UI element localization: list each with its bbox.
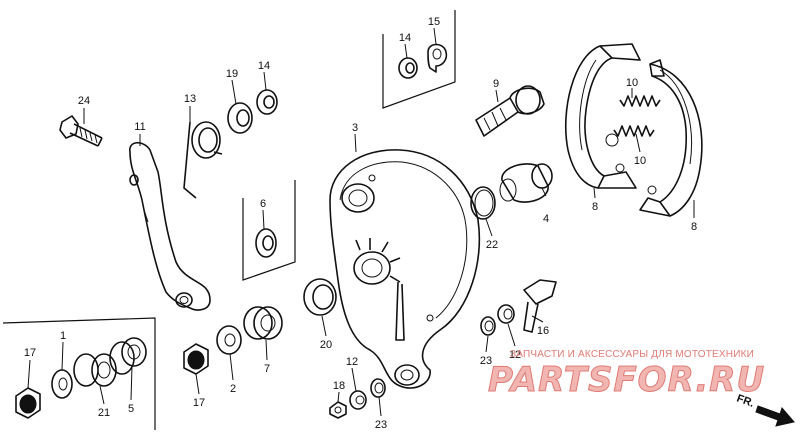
watermark: ЗАПЧАСТИ И АКСЕССУАРЫ ДЛЯ МОТОТЕХНИКИ PA…: [488, 349, 765, 401]
part-8-brake-shoe-rear: [564, 43, 641, 189]
part-13-return-spring: [183, 121, 223, 199]
front-direction-indicator: FR.: [735, 393, 795, 427]
callout-24: 24: [78, 95, 90, 107]
part-23-washer-lower: [370, 378, 386, 398]
part-3-brake-panel: [329, 149, 481, 389]
part-1-washer: [51, 369, 73, 399]
arrow-right-icon: [755, 405, 795, 427]
watermark-logo: PARTSFOR.RU: [488, 360, 765, 400]
callout-17-middle: 17: [193, 397, 205, 409]
part-14-seal-left: [256, 89, 278, 115]
part-15-indicator-plate: [427, 43, 448, 73]
callout-13: 13: [184, 93, 196, 105]
part-8-brake-shoe-front: [639, 59, 703, 217]
callout-8-front: 8: [691, 221, 697, 233]
part-14-seal-upper: [398, 57, 418, 79]
part-20-dust-seal: [303, 278, 337, 316]
callout-10-upper: 10: [626, 77, 638, 89]
callout-22: 22: [486, 239, 498, 251]
callout-8-rear: 8: [592, 201, 598, 213]
direction-label: FR.: [735, 393, 756, 410]
part-11-brake-arm: [129, 141, 211, 311]
part-5-collar: [109, 337, 147, 375]
callout-labels: 24 11 13 19 14 14 15 6 3 9 4 22 10 10 8 …: [24, 16, 697, 431]
callout-11: 11: [134, 121, 145, 133]
part-18-bolt: [329, 401, 347, 419]
part-2-washer: [216, 325, 242, 355]
part-12-nut-right: [497, 304, 515, 324]
callout-9: 9: [493, 78, 499, 90]
part-22-o-ring: [470, 186, 496, 220]
part-9-brake-cam: [475, 85, 545, 137]
part-24-bolt: [59, 115, 103, 147]
callout-3: 3: [352, 122, 358, 134]
part-4-collar: [499, 163, 553, 203]
callout-23-lower: 23: [375, 419, 387, 431]
part-19-washer: [227, 102, 253, 134]
callout-14-upper: 14: [399, 32, 411, 44]
callout-1: 1: [60, 330, 66, 342]
callout-19: 19: [226, 68, 238, 80]
callout-17-left: 17: [24, 347, 36, 359]
watermark-caption: ЗАПЧАСТИ И АКСЕССУАРЫ ДЛЯ МОТОТЕХНИКИ: [510, 349, 754, 360]
callout-20: 20: [320, 339, 332, 351]
callout-14-left: 14: [258, 60, 270, 72]
frame-part-6: [242, 180, 296, 281]
frame-parts-front: [2, 317, 156, 430]
part-17-nut-middle: [183, 343, 209, 375]
leader-lines: [27, 27, 695, 417]
callout-18: 18: [333, 380, 345, 392]
part-6-felt-seal: [255, 228, 277, 258]
callout-15: 15: [428, 16, 440, 28]
part-10-shoe-spring-upper: [619, 95, 661, 107]
callout-5: 5: [128, 403, 134, 415]
group-frames: [2, 10, 456, 430]
callout-21: 21: [98, 407, 110, 419]
callout-12-lower: 12: [346, 356, 358, 368]
callout-23-right: 23: [480, 355, 492, 367]
callout-12-right: 12: [509, 349, 521, 361]
part-7-collar: [243, 306, 283, 340]
callout-4: 4: [543, 213, 549, 225]
part-12-nut-lower: [349, 390, 367, 410]
part-23-washer-right: [480, 316, 496, 336]
part-10-shoe-spring-lower: [613, 125, 655, 137]
part-17-nut-left: [15, 387, 41, 419]
callout-6: 6: [260, 198, 266, 210]
callout-2: 2: [230, 383, 236, 395]
callout-10-lower: 10: [634, 155, 646, 167]
callout-7: 7: [264, 363, 270, 375]
callout-16: 16: [537, 325, 549, 337]
part-21-spacer: [73, 353, 117, 387]
frame-parts-14-15: [382, 10, 456, 109]
